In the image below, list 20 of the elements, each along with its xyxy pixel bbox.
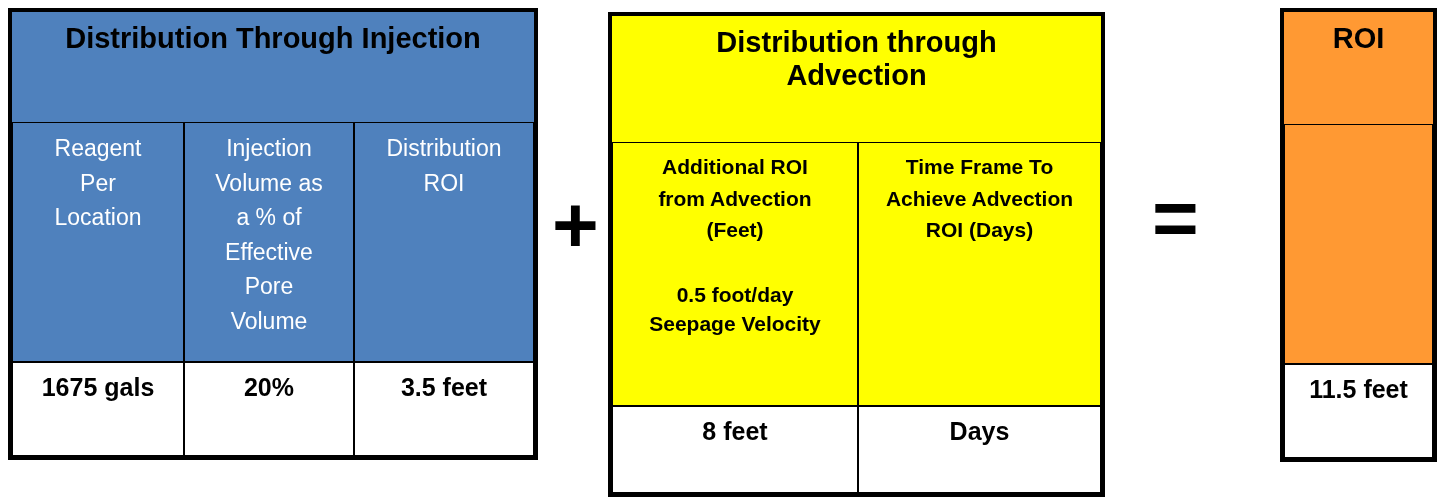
equals-sign: =	[1152, 178, 1199, 258]
table-title: ROI	[1331, 22, 1386, 55]
value-cell: 11.5 feet	[1284, 364, 1433, 458]
data-table	[8, 8, 538, 460]
column-heading: Reagent Per Location	[12, 122, 184, 362]
table-title: Distribution Through Injection	[64, 22, 482, 55]
plus-sign: +	[552, 185, 599, 265]
heading-text: Additional ROI from Advection (Feet)	[657, 154, 813, 243]
data-table	[1280, 8, 1437, 462]
note-text: 0.5 foot/day Seepage Velocity	[648, 281, 822, 337]
column-heading: Injection Volume as a % of Effective Pore Volume	[184, 122, 354, 362]
column-heading: Distribution ROI	[354, 122, 534, 362]
data-table	[608, 12, 1105, 497]
value-cell: Days	[858, 406, 1101, 493]
value-cell: 8 feet	[612, 406, 858, 493]
value-cell: 3.5 feet	[354, 362, 534, 456]
value-cell: 1675 gals	[12, 362, 184, 456]
table-title: Distribution through Advection	[715, 26, 998, 92]
value-cell: 20%	[184, 362, 354, 456]
column-heading: Time Frame To Achieve Advection ROI (Days)	[858, 142, 1101, 406]
